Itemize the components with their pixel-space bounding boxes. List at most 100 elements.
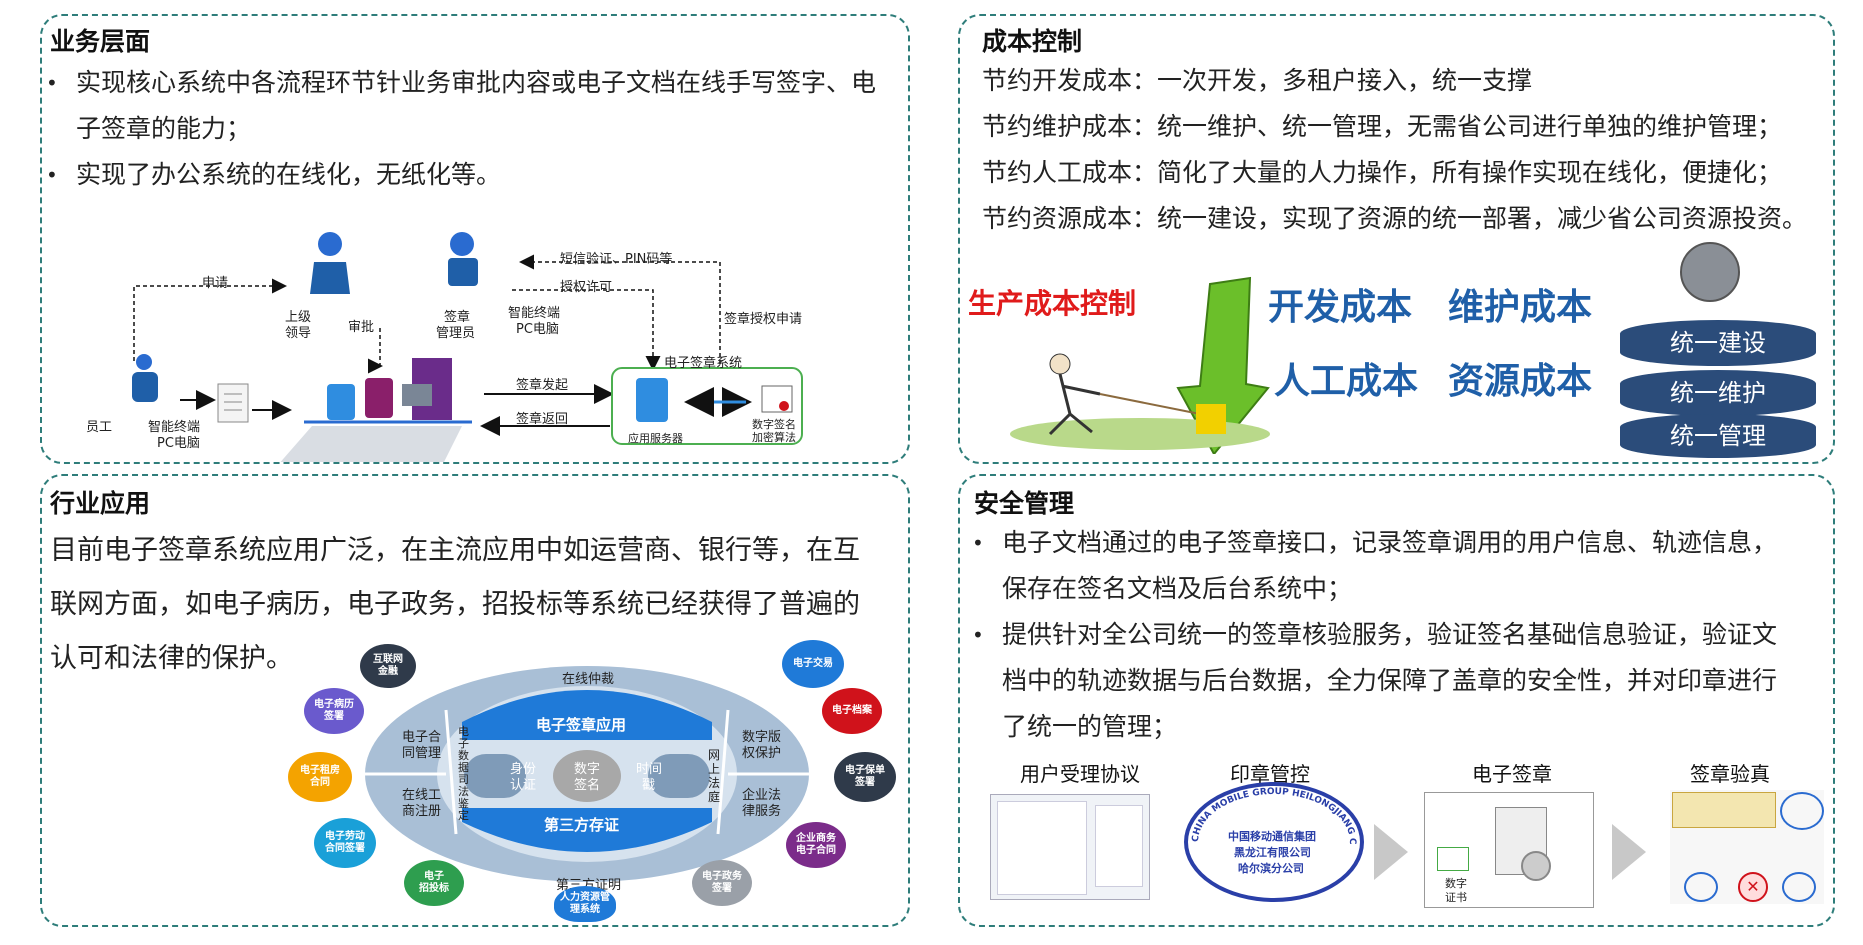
seal-start-label: 签章发起 — [516, 378, 569, 393]
cost-word-labor: 人工成本 — [1274, 361, 1419, 402]
ellipse-left-bottom-1: 在线工 — [402, 788, 442, 803]
business-title: 业务层面 — [50, 27, 151, 56]
approve-label: 审批 — [348, 320, 375, 335]
security-panel: 安全管理 电子文档通过的电子签章接口，记录签章调用的用户信息、轨迹信息， 保存在… — [958, 474, 1835, 927]
company-seal: CHINA MOBILE GROUP HEILONGJIANG CO.,LTD.… — [1184, 782, 1364, 902]
security-bullet-2: 提供针对全公司统一的签章核验服务，验证签名基础信息验证，验证文 档中的轨迹数据与… — [968, 612, 1828, 750]
cost-line-2: 节约维护成本：统一维护、统一管理，无需省公司进行单独的维护管理； — [982, 112, 1783, 141]
industry-circle-7: 企业商务电子合同 — [786, 822, 846, 868]
verification-image: ✕ — [1670, 790, 1824, 904]
stack-layer-1: 统一建设 — [1620, 320, 1816, 366]
arrow-right-icon-2 — [1612, 824, 1646, 880]
ellipse-vertical-right: 网上法庭 — [708, 748, 721, 804]
industry-text: 目前电子签章系统应用广泛，在主流应用中如运营商、银行等，在互 联网方面，如电子病… — [50, 524, 860, 686]
stack-layer-2: 统一维护 — [1620, 370, 1816, 416]
cost-word-maint: 维护成本 — [1448, 287, 1593, 328]
auth-label: 授权许可 — [560, 280, 613, 295]
sig-algo-label-2: 加密算法 — [752, 431, 796, 444]
pill-signature-1: 数字 — [574, 762, 601, 777]
industry-circle-8: 电子保单签署 — [834, 752, 896, 802]
apply-label: 申请 — [202, 276, 229, 291]
cost-illustration — [1010, 276, 1270, 454]
production-cost-label: 生产成本控制 — [968, 287, 1137, 320]
pill-timestamp-2: 戳 — [642, 778, 656, 793]
industry-text-line-2: 联网方面，如电子病历，电子政务，招投标等系统已经获得了普遍的 — [50, 589, 860, 620]
business-bullet-1: 实现核心系统中各流程环节针业务审批内容或电子文档在线手写签字、电子签章的能力； — [42, 60, 882, 152]
business-bullets: 实现核心系统中各流程环节针业务审批内容或电子文档在线手写签字、电子签章的能力； … — [42, 60, 882, 198]
leader-label: 上级 — [285, 310, 312, 325]
pill-identity-2: 认证 — [510, 778, 537, 793]
industry-circle-10: 电子交易 — [782, 640, 844, 688]
core-top-label: 电子签章应用 — [536, 716, 627, 734]
e-seal-box: 数字 证书 — [1424, 792, 1594, 908]
cost-line-3: 节约人工成本：简化了大量的人力操作，所有操作实现在线化，便捷化； — [982, 158, 1783, 187]
pc-label: PC电脑 — [157, 436, 200, 451]
arrow-right-icon-1 — [1374, 824, 1408, 880]
staff-label: 员工 — [86, 420, 113, 435]
ellipse-right-bottom-1: 企业法 — [742, 788, 782, 803]
business-panel: 业务层面 实现核心系统中各流程环节针业务审批内容或电子文档在线手写签字、电子签章… — [40, 14, 910, 464]
seal-line-2: 黑龙江有限公司 — [1234, 846, 1311, 859]
industry-circle-5: 人力资源管理系统 — [554, 886, 616, 922]
core-bottom-label: 第三方存证 — [544, 816, 620, 834]
caption-seal-verify: 签章验真 — [1690, 762, 1770, 786]
cost-line-4: 节约资源成本：统一建设，实现了资源的统一部署，减少省公司资源投资。 — [982, 204, 1808, 233]
industry-panel: 行业应用 目前电子签章系统应用广泛，在主流应用中如运营商、银行等，在互 联网方面… — [40, 474, 910, 927]
industry-circle-6: 电子政务签署 — [692, 860, 752, 906]
app-server-label: 应用服务器 — [628, 432, 683, 445]
ellipse-right-bottom-2: 律服务 — [742, 804, 782, 819]
terminal-label: 智能终端 — [148, 420, 201, 435]
pill-identity-1: 身份 — [510, 762, 537, 777]
cost-lines: 节约开发成本：一次开发，多租户接入，统一支撑 节约维护成本：统一维护、统一管理，… — [982, 58, 1807, 242]
pill-signature-2: 签名 — [574, 778, 601, 793]
stack-photo — [1680, 242, 1740, 302]
seal-admin-label: 签章 — [444, 310, 471, 325]
seal-auth-apply-label: 签章授权申请 — [724, 312, 803, 327]
security-title: 安全管理 — [974, 489, 1075, 518]
industry-circle-2: 电子租房合同 — [288, 752, 352, 802]
industry-text-line-1: 目前电子签章系统应用广泛，在主流应用中如运营商、银行等，在互 — [50, 535, 860, 566]
industry-circle-3: 电子劳动合同签署 — [314, 818, 376, 868]
sms-label: 短信验证、PIN码等 — [560, 252, 673, 267]
admin-pc-label: PC电脑 — [516, 322, 559, 337]
ellipse-left-bottom-2: 商注册 — [402, 804, 442, 819]
agreement-screenshot — [990, 794, 1150, 900]
cost-title: 成本控制 — [982, 27, 1083, 56]
seal-line-1: 中国移动通信集团 — [1228, 830, 1316, 843]
security-bullets: 电子文档通过的电子签章接口，记录签章调用的用户信息、轨迹信息， 保存在签名文档及… — [968, 520, 1828, 750]
cost-panel: 成本控制 节约开发成本：一次开发，多租户接入，统一支撑 节约维护成本：统一维护、… — [958, 14, 1835, 464]
cost-word-dev: 开发成本 — [1268, 287, 1413, 328]
industry-ellipse-diagram — [365, 666, 809, 882]
caption-e-seal: 电子签章 — [1472, 762, 1552, 786]
ellipse-right-top-2: 权保护 — [742, 746, 782, 761]
ellipse-right-top-1: 数字版 — [742, 730, 782, 745]
pill-timestamp-1: 时间 — [636, 762, 663, 777]
business-flow-diagram — [132, 232, 803, 462]
ellipse-top: 在线仲裁 — [562, 672, 615, 687]
ellipse-vertical-left: 电子数据司法鉴定 — [458, 725, 469, 822]
caption-user-agreement: 用户受理协议 — [1020, 762, 1140, 786]
cost-word-resource: 资源成本 — [1448, 361, 1593, 402]
seal-line-3: 哈尔滨分公司 — [1238, 862, 1304, 875]
industry-text-line-3: 认可和法律的保护。 — [50, 643, 293, 674]
seal-admin-label-2: 管理员 — [436, 326, 476, 341]
business-bullet-2: 实现了办公系统的在线化，无纸化等。 — [42, 152, 882, 198]
reject-x-icon: ✕ — [1738, 872, 1768, 902]
cert-label: 数字 — [1445, 877, 1467, 890]
security-bullet-1: 电子文档通过的电子签章接口，记录签章调用的用户信息、轨迹信息， 保存在签名文档及… — [968, 520, 1828, 612]
cost-line-1: 节约开发成本：一次开发，多租户接入，统一支撑 — [982, 66, 1533, 95]
seal-return-label: 签章返回 — [516, 412, 569, 427]
ellipse-left-top-1: 电子合 — [402, 730, 442, 745]
stack-layer-3: 统一管理 — [1620, 414, 1816, 458]
industry-circle-4: 电子招投标 — [404, 860, 464, 906]
industry-circle-0: 互联网金融 — [360, 644, 416, 688]
admin-terminal-label: 智能终端 — [508, 306, 561, 321]
leader-label-2: 领导 — [285, 326, 312, 341]
industry-circle-1: 电子病历签署 — [304, 688, 364, 734]
industry-title: 行业应用 — [50, 489, 151, 518]
ellipse-left-top-2: 同管理 — [402, 746, 442, 761]
system-label: 电子签章系统 — [664, 356, 743, 371]
sig-algo-label: 数字签名 — [752, 418, 796, 431]
cert-label-2: 证书 — [1445, 891, 1467, 904]
industry-circle-9: 电子档案 — [822, 688, 882, 734]
